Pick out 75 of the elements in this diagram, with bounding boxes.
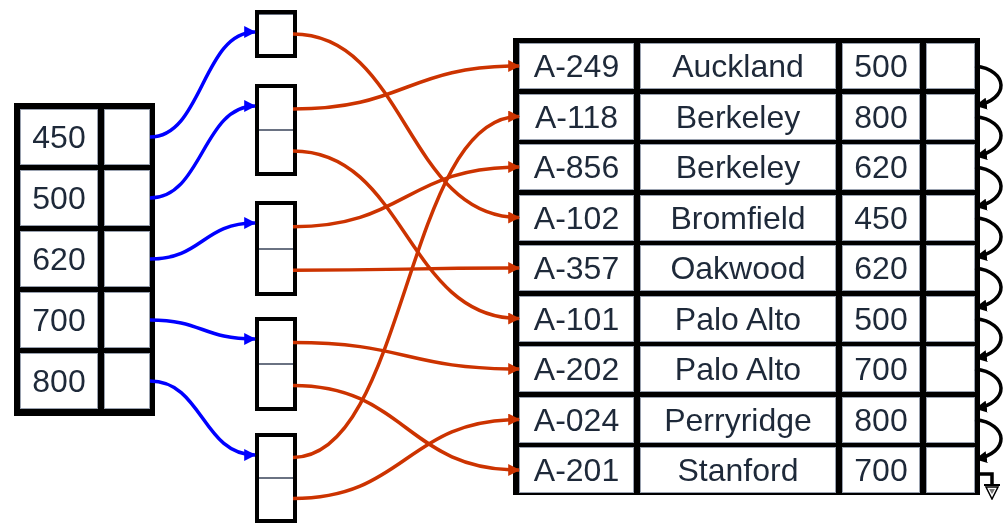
table-cell: Palo Alto <box>640 295 836 342</box>
arrow <box>974 417 1003 463</box>
arrow <box>292 149 521 324</box>
bucket-box <box>255 433 297 523</box>
table-cell: 800 <box>842 396 920 443</box>
arrow <box>974 165 1003 210</box>
arrow <box>292 161 521 229</box>
arrow <box>292 414 521 501</box>
pointer-cell <box>926 396 975 443</box>
pointer-cell <box>104 231 150 287</box>
table-cell: Palo Alto <box>640 346 836 392</box>
table-cell: A-101 <box>519 295 634 342</box>
pointer-cell <box>926 144 975 190</box>
pointer-cell <box>926 447 975 493</box>
table-cell: Berkeley <box>640 93 836 140</box>
table-cell: 700 <box>842 447 920 493</box>
arrow <box>292 113 521 460</box>
pointer-cell <box>926 346 975 392</box>
pointer-cell <box>104 292 150 348</box>
arrow <box>293 262 521 274</box>
arrow <box>292 383 521 476</box>
pointer-cell <box>926 245 975 291</box>
table-cell: 450 <box>20 109 98 165</box>
table-cell: A-856 <box>519 144 634 190</box>
table-cell: 500 <box>842 43 920 89</box>
table-cell: A-357 <box>519 245 634 291</box>
table-cell: 800 <box>20 353 98 409</box>
table-cell: 620 <box>842 245 920 291</box>
arrow <box>149 379 257 460</box>
arrow <box>974 215 1003 261</box>
pointer-cell <box>104 109 150 165</box>
arrow <box>974 367 1003 412</box>
table-cell: 450 <box>842 194 920 241</box>
arrow <box>149 217 257 261</box>
table-cell: 620 <box>842 144 920 190</box>
arrow <box>974 316 1003 362</box>
pointer-cell <box>926 194 975 241</box>
arrow <box>292 60 521 111</box>
table-cell: 700 <box>842 346 920 392</box>
table-cell: A-024 <box>519 396 634 443</box>
table-cell: 500 <box>842 295 920 342</box>
arrow <box>149 27 257 139</box>
arrow <box>292 340 521 375</box>
bucket-box <box>255 317 297 411</box>
table-cell: Perryridge <box>640 396 836 443</box>
bucket-box <box>255 84 297 176</box>
pointer-cell <box>926 43 975 89</box>
pointer-cell <box>104 170 150 226</box>
table-cell: A-102 <box>519 194 634 241</box>
table-frame <box>513 38 980 495</box>
arrow <box>974 266 1003 311</box>
table-cell: A-249 <box>519 43 634 89</box>
table-cell: 700 <box>20 292 98 348</box>
table-cell: A-202 <box>519 346 634 392</box>
table-frame <box>14 103 155 416</box>
table-cell: 500 <box>20 170 98 226</box>
table-cell: Stanford <box>640 447 836 493</box>
null-pointer-symbol <box>984 484 1000 500</box>
arrow <box>292 32 521 222</box>
table-cell: A-201 <box>519 447 634 493</box>
table-cell: 620 <box>20 231 98 287</box>
pointer-cell <box>926 295 975 342</box>
pointer-cell <box>926 93 975 140</box>
bucket-box <box>255 201 297 296</box>
arrow <box>149 101 257 200</box>
table-cell: Auckland <box>640 43 836 89</box>
table-cell: Bromfield <box>640 194 836 241</box>
arrow <box>974 114 1003 160</box>
table-cell: 800 <box>842 93 920 140</box>
table-cell: Berkeley <box>640 144 836 190</box>
arrow <box>974 64 1003 109</box>
table-cell: A-118 <box>519 93 634 140</box>
pointer-cell <box>104 353 150 409</box>
arrow <box>149 318 257 345</box>
table-cell: Oakwood <box>640 245 836 291</box>
